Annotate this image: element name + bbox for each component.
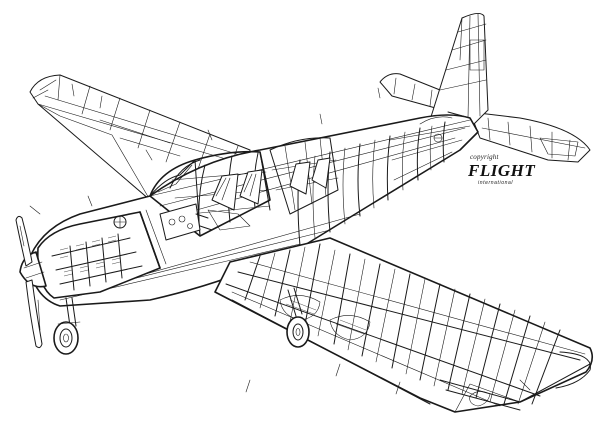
starboard-tailplane [469, 111, 591, 163]
copyright-text: copyright [470, 153, 499, 161]
starboard-wing [214, 237, 594, 413]
rear-fuselage [389, 111, 479, 181]
flight-subtitle: international [478, 180, 514, 186]
main-landing-gear [286, 287, 310, 348]
vertical-fin [429, 12, 489, 129]
nose-landing-gear [53, 297, 81, 355]
flight-logo: FLIGHT [468, 161, 536, 180]
callout-leaders [29, 87, 531, 395]
instrument-panel [159, 203, 213, 241]
seats [207, 157, 331, 231]
propeller [15, 215, 47, 349]
